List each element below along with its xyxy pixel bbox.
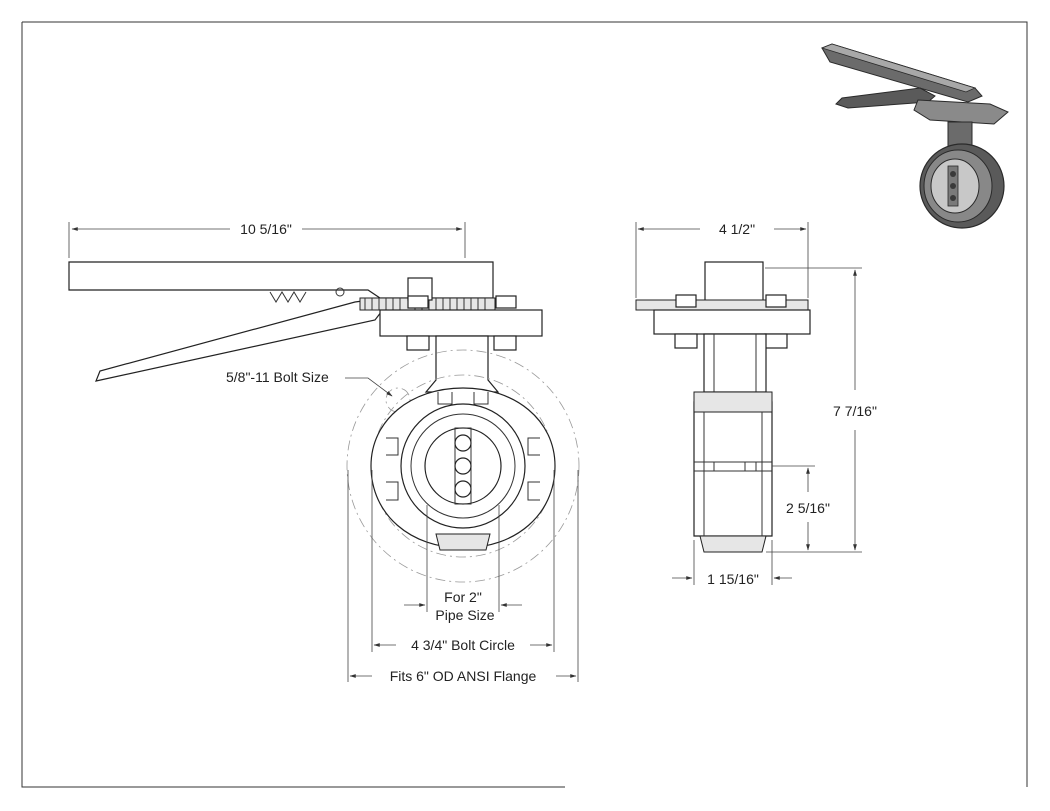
body-bottom-tab — [435, 533, 491, 551]
label-flange-fit: Fits 6" OD ANSI Flange — [390, 668, 537, 684]
leader-bolt-size — [345, 377, 393, 397]
side-view — [635, 261, 811, 553]
front-view — [68, 261, 580, 583]
side-body — [693, 401, 773, 537]
iso-grip — [835, 87, 936, 109]
label-center-height: 2 5/16" — [786, 500, 830, 516]
nut-left — [406, 335, 430, 351]
label-body-width: 4 1/2" — [719, 221, 755, 237]
label-overall-height: 7 7/16" — [833, 403, 877, 419]
front-dimensions: 10 5/16" 5/8"-11 Bolt Size For 2" Pipe S… — [68, 221, 579, 684]
flange-od-circle — [346, 349, 580, 583]
handle-pin — [335, 287, 345, 297]
iso-plate — [913, 99, 1009, 125]
side-body-upper — [693, 391, 773, 413]
handle-spring — [269, 291, 307, 303]
bolt-hole-phantom — [385, 387, 411, 413]
side-body-bottom — [699, 535, 767, 553]
side-bolt-left — [675, 294, 697, 308]
top-flange — [379, 309, 543, 337]
disc-screw-top — [454, 434, 472, 452]
label-bolt-size: 5/8"-11 Bolt Size — [226, 369, 329, 385]
bolt-head-right — [495, 295, 517, 309]
label-pipe-size-2: Pipe Size — [435, 607, 494, 623]
side-nut-right — [764, 333, 788, 349]
side-dimensions: 4 1/2" 7 7/16" 2 5/16" 1 15/16" — [635, 221, 877, 587]
seat-ring-inner — [410, 413, 516, 519]
side-bolt-right — [765, 294, 787, 308]
side-nut-left — [674, 333, 698, 349]
label-handle-length: 10 5/16" — [240, 221, 292, 237]
bolt-head-left — [407, 295, 429, 309]
sheet-border-left — [21, 22, 565, 788]
side-neck — [703, 333, 767, 393]
disc-screw-mid — [454, 457, 472, 475]
nut-right — [493, 335, 517, 351]
handle-upper — [68, 261, 494, 299]
sheet-border — [22, 21, 1028, 787]
disc-screw-bottom — [454, 480, 472, 498]
label-bolt-circle: 4 3/4" Bolt Circle — [411, 637, 515, 653]
side-handle-hub — [704, 261, 764, 303]
body-lugs — [386, 392, 540, 501]
label-pipe-size-1: For 2" — [444, 589, 482, 605]
side-top-flange — [653, 309, 811, 335]
label-body-thickness: 1 15/16" — [707, 571, 759, 587]
iso-handle-top — [820, 43, 977, 93]
isometric-view — [820, 43, 1009, 229]
neck — [424, 335, 500, 393]
